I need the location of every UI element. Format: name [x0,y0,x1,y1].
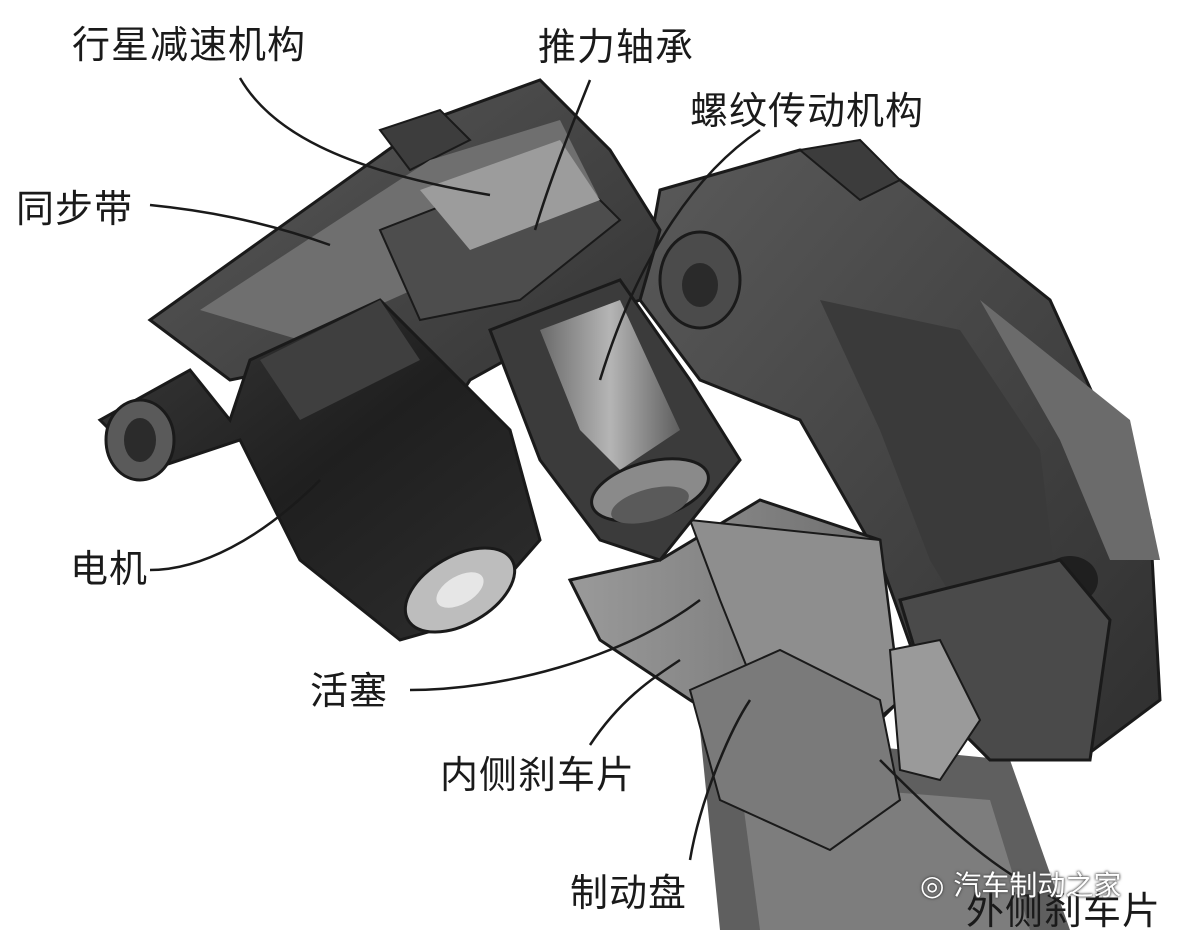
pads-and-piston-shape [567,498,982,852]
motor-shape [97,298,542,642]
leader-outer [879,759,1021,882]
leader-thrust [533,79,592,231]
leader-planetary [238,77,491,197]
label-timing-belt: 同步带 [16,187,134,231]
leader-belt [149,203,331,247]
leader-screw [598,128,761,381]
label-inner-pad: 内侧刹车片 [440,753,636,797]
leader-lines [149,77,1021,882]
label-piston: 活塞 [310,669,389,713]
label-screw-drive: 螺纹传动机构 [690,89,925,133]
label-planetary-reducer: 行星减速机构 [72,23,307,67]
watermark: ◎ 汽车制动之家 [920,872,1121,900]
label-brake-disc: 制动盘 [570,871,688,915]
leader-disc [688,699,752,861]
wechat-icon: ◎ [920,869,945,902]
label-outer-pad: 外侧刹车片 [966,889,1162,933]
watermark-text: 汽车制动之家 [953,869,1122,902]
leader-motor [149,479,321,572]
leader-piston [409,598,701,692]
leader-inner [588,658,681,746]
label-motor: 电机 [70,547,149,591]
label-thrust-bearing: 推力轴承 [538,25,695,69]
caliper-housing-shape [638,138,1162,762]
